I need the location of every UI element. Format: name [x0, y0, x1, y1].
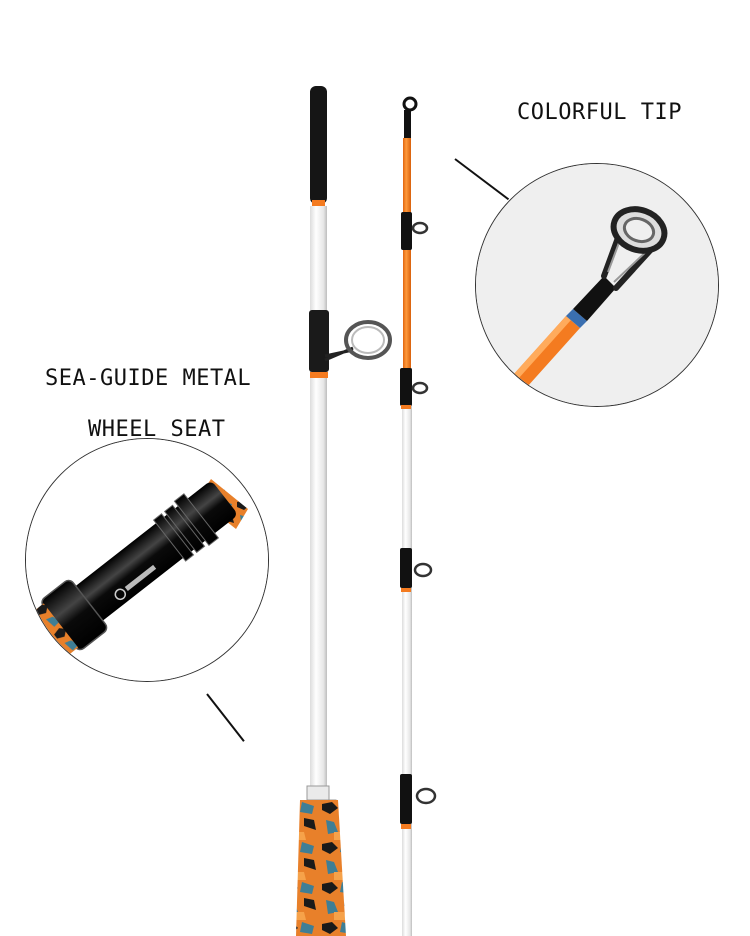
tip-closeup-circle	[475, 163, 719, 407]
tip-closeup-image	[476, 164, 718, 406]
wheel-seat-label-line2: WHEEL SEAT	[88, 417, 226, 442]
colorful-tip-label: COLORFUL TIP	[517, 100, 682, 125]
wheel-seat-closeup-circle	[25, 438, 269, 682]
left-rod	[296, 86, 392, 936]
wheel-seat-closeup-image	[26, 439, 268, 681]
wheel-seat-label-line1: SEA-GUIDE METAL	[45, 366, 252, 391]
right-rod	[400, 96, 437, 936]
